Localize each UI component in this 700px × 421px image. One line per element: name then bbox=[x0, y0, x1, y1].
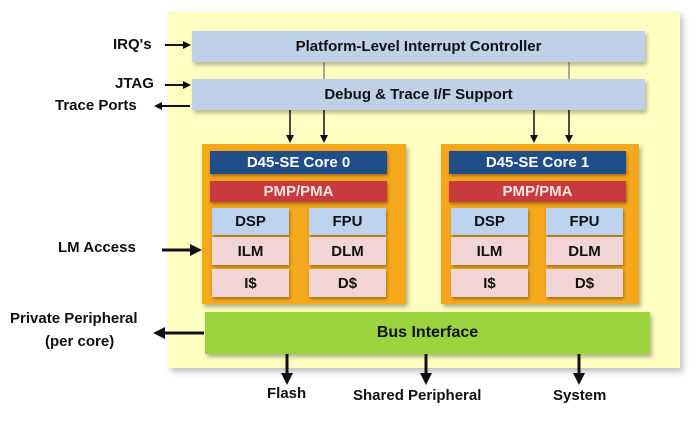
core-1-dlm: DLM bbox=[546, 237, 623, 265]
plic-block: Platform-Level Interrupt Controller bbox=[192, 31, 645, 62]
core-0-pmp: PMP/PMA bbox=[210, 181, 387, 202]
core-1-ilm-label: ILM bbox=[476, 242, 503, 260]
core-1-icache: I$ bbox=[451, 269, 528, 297]
core-1-dsp-label: DSP bbox=[474, 213, 505, 230]
jtag-label: JTAG bbox=[115, 75, 154, 92]
core-1-dcache: D$ bbox=[546, 269, 623, 297]
core-0-dsp: DSP bbox=[212, 208, 289, 235]
core-1-pmp: PMP/PMA bbox=[449, 181, 626, 202]
core-1-dlm-label: DLM bbox=[568, 242, 601, 260]
system-label: System bbox=[553, 387, 607, 404]
core-0-fpu-label: FPU bbox=[332, 213, 363, 230]
irqs-label: IRQ's bbox=[113, 36, 152, 53]
core-0-title: D45-SE Core 0 bbox=[210, 151, 387, 174]
core-0-icache: I$ bbox=[212, 269, 289, 297]
core-1-fpu: FPU bbox=[546, 208, 623, 235]
core-1-pmp-label: PMP/PMA bbox=[502, 183, 573, 200]
flash-label: Flash bbox=[267, 385, 307, 402]
core-1-title-label: D45-SE Core 1 bbox=[485, 154, 590, 171]
core-1-dsp: DSP bbox=[451, 208, 528, 235]
core-0-fpu: FPU bbox=[309, 208, 386, 235]
core-1-icache-label: I$ bbox=[483, 274, 496, 292]
core-0-title-label: D45-SE Core 0 bbox=[246, 154, 351, 171]
trace-ports-label: Trace Ports bbox=[55, 97, 137, 114]
shared-peripheral-label: Shared Peripheral bbox=[353, 387, 482, 404]
bus-interface-label: Bus Interface bbox=[376, 324, 479, 341]
core-1-fpu-label: FPU bbox=[569, 213, 600, 230]
core-0-dcache-label: D$ bbox=[337, 274, 358, 292]
debug-trace-label: Debug & Trace I/F Support bbox=[324, 86, 513, 103]
bus-interface-block: Bus Interface bbox=[205, 312, 650, 354]
core-1-title: D45-SE Core 1 bbox=[449, 151, 626, 174]
core-1-ilm: ILM bbox=[451, 237, 528, 265]
core-0-dcache: D$ bbox=[309, 269, 386, 297]
core-0-dsp-label: DSP bbox=[235, 213, 266, 230]
debug-trace-block: Debug & Trace I/F Support bbox=[192, 79, 645, 110]
lm-access-label: LM Access bbox=[58, 239, 136, 256]
core-0-dlm-label: DLM bbox=[331, 242, 364, 260]
core-0-pmp-label: PMP/PMA bbox=[263, 183, 334, 200]
private-peripheral-label: Private Peripheral bbox=[10, 310, 138, 327]
plic-label: Platform-Level Interrupt Controller bbox=[295, 38, 542, 55]
core-0-ilm: ILM bbox=[212, 237, 289, 265]
core-1-dcache-label: D$ bbox=[574, 274, 595, 292]
private-peripheral-sublabel: (per core) bbox=[45, 333, 115, 350]
core-0-icache-label: I$ bbox=[244, 274, 257, 292]
core-0-ilm-label: ILM bbox=[237, 242, 264, 260]
core-0-dlm: DLM bbox=[309, 237, 386, 265]
